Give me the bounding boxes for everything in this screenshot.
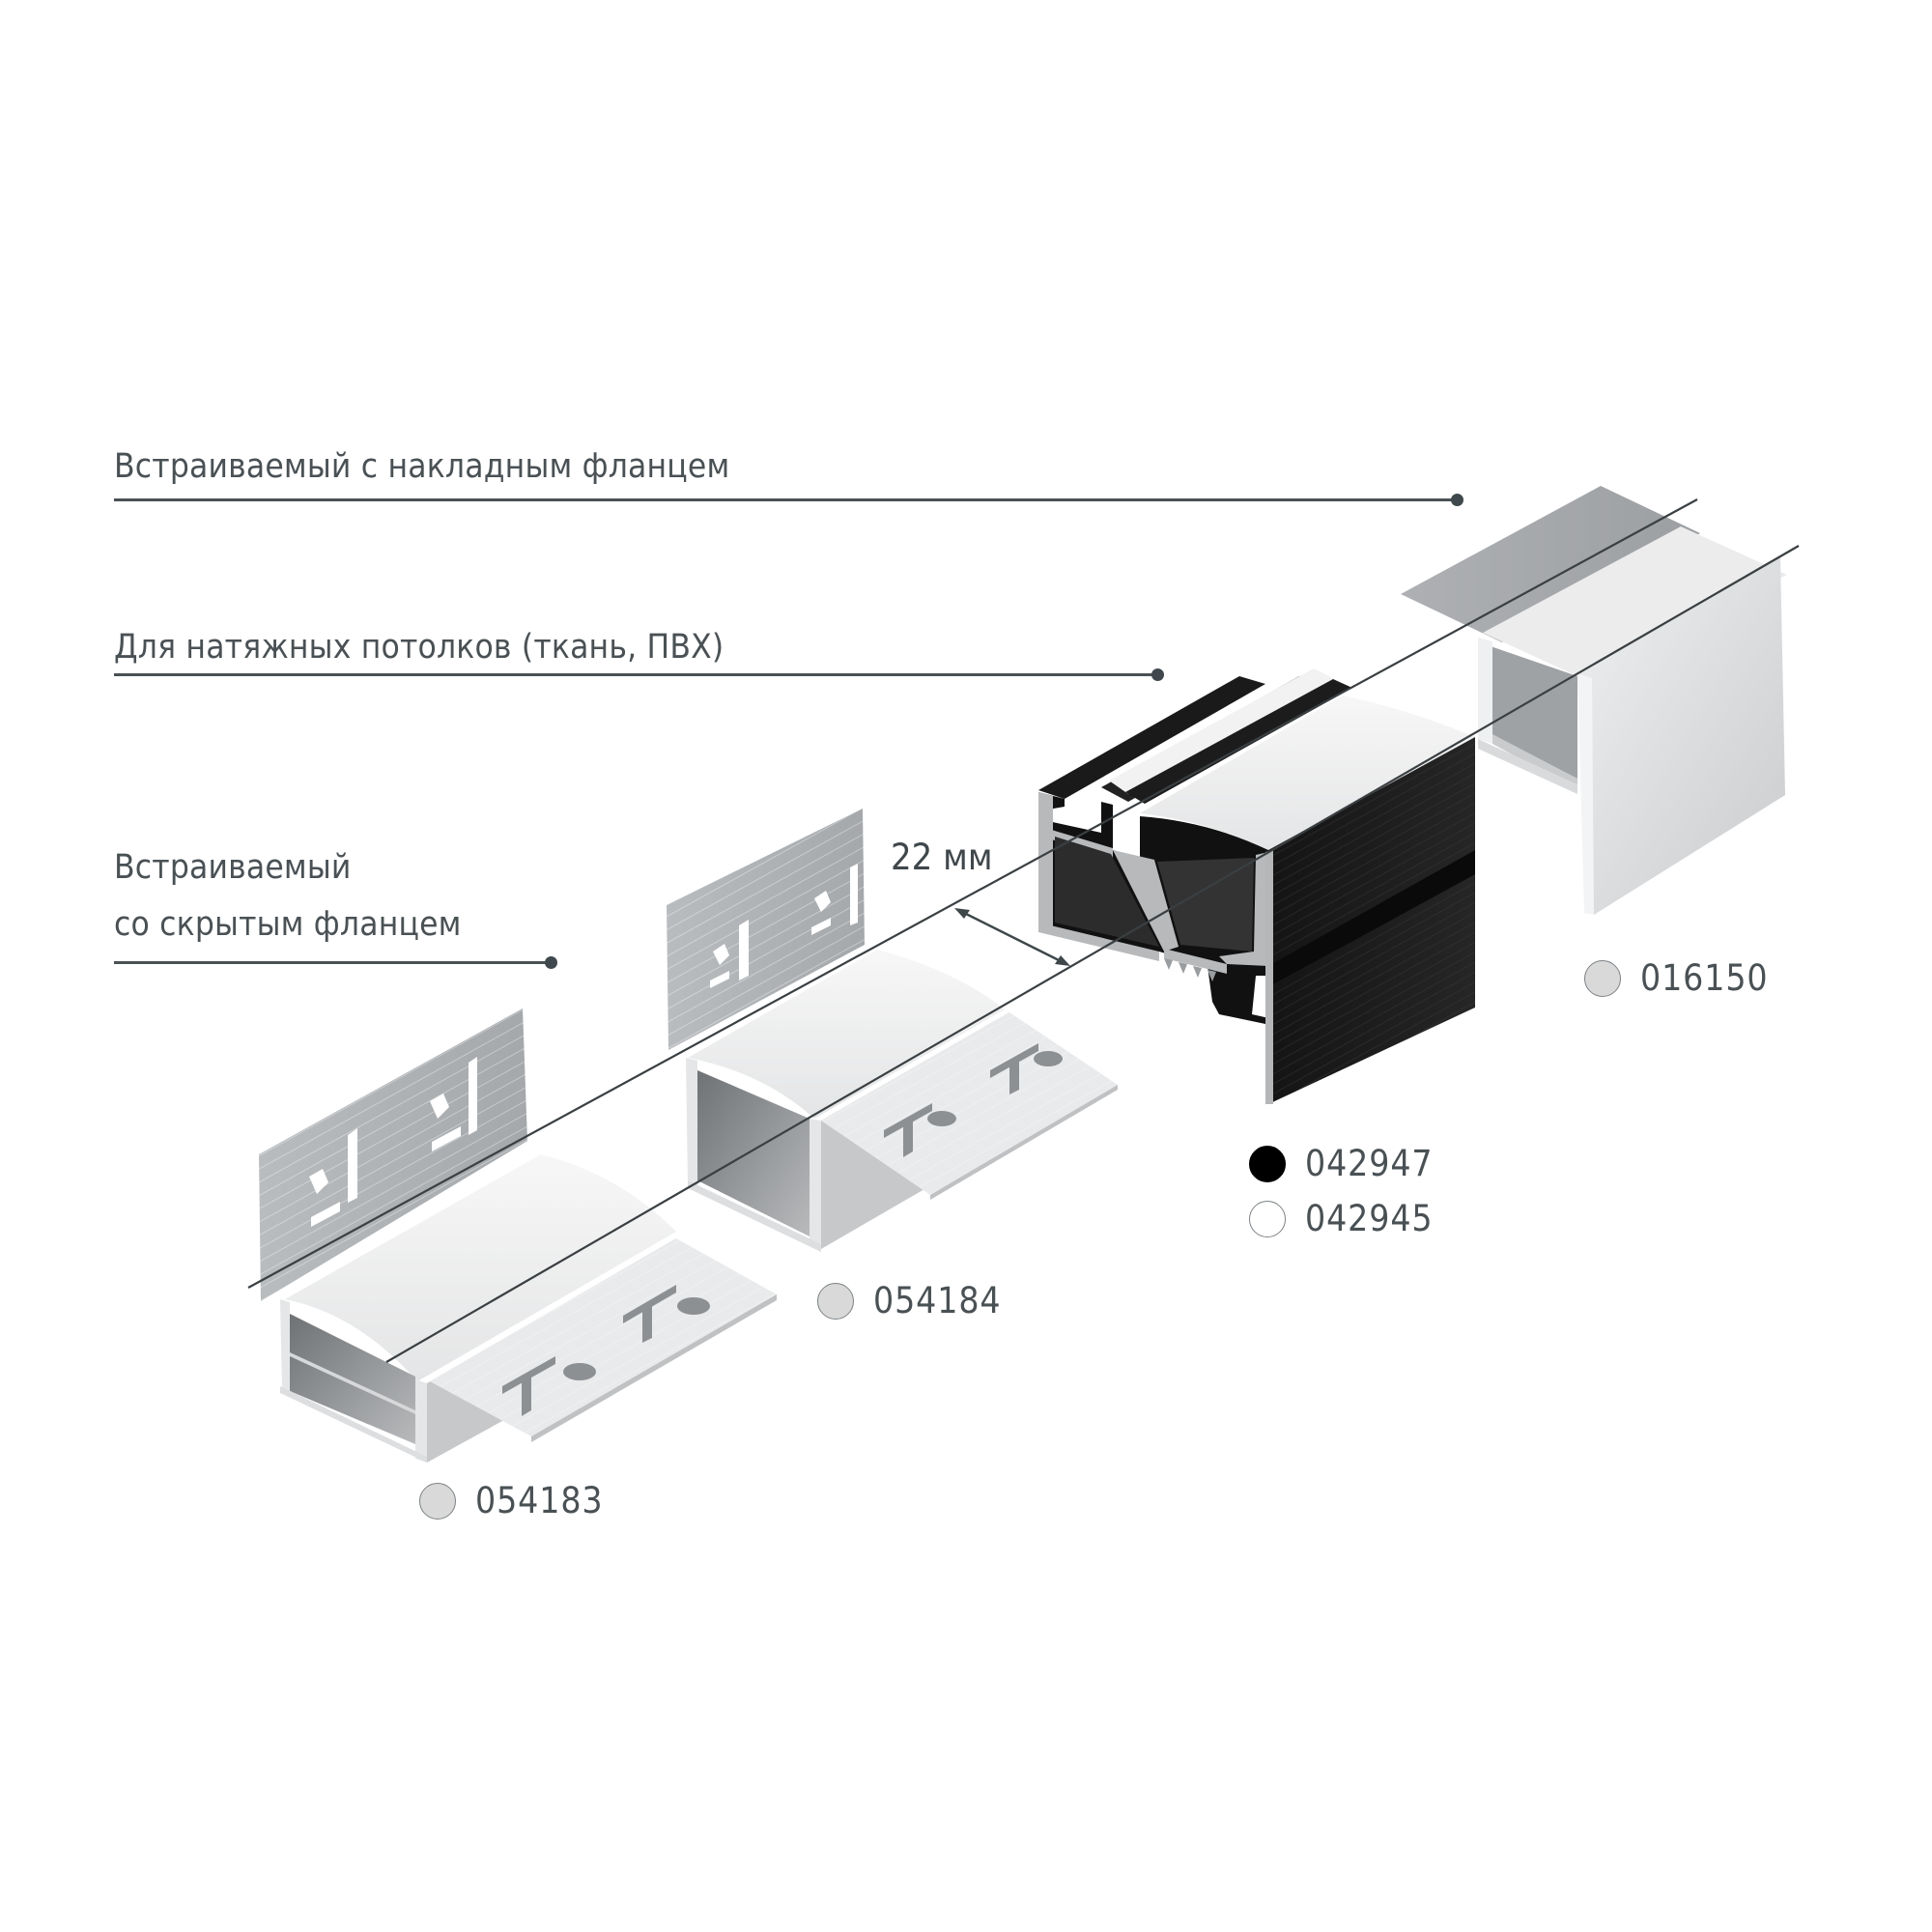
color-swatch-white xyxy=(1249,1200,1286,1237)
profile-042947 xyxy=(1038,668,1475,1104)
dimension-arrow xyxy=(954,908,1070,966)
product-code-text: 042945 xyxy=(1305,1198,1434,1239)
dimension-label: 22 мм xyxy=(891,837,993,878)
product-code-054183: 054183 xyxy=(419,1480,617,1521)
product-code-042947: 042947 xyxy=(1249,1143,1447,1184)
product-code-text: 042947 xyxy=(1305,1143,1434,1184)
category-label-overlay-flange: Встраиваемый с накладным фланцем xyxy=(114,447,730,486)
category-label-stretch-ceiling: Для натяжных потолков (ткань, ПВХ) xyxy=(114,628,724,667)
product-code-text: 016150 xyxy=(1640,957,1769,999)
profile-054184 xyxy=(667,809,1118,1252)
leader-dot-stretch-ceiling xyxy=(1151,668,1164,681)
leader-line-hidden-flange xyxy=(114,961,551,964)
color-swatch-silver xyxy=(817,1282,854,1320)
color-swatch-silver xyxy=(1584,959,1621,997)
category-label-hidden-flange-line2: со скрытым фланцем xyxy=(114,905,462,944)
perspective-guides xyxy=(247,498,1800,1363)
guide-line-lower xyxy=(385,545,1800,1363)
leader-dot-hidden-flange xyxy=(545,956,557,969)
product-code-016150: 016150 xyxy=(1584,957,1782,999)
product-code-054184: 054184 xyxy=(817,1280,1015,1321)
leader-dot-overlay-flange xyxy=(1451,494,1463,506)
guide-line-upper xyxy=(247,498,1698,1289)
leader-line-overlay-flange xyxy=(114,498,1457,501)
color-swatch-silver xyxy=(419,1482,456,1520)
product-code-042945: 042945 xyxy=(1249,1198,1447,1239)
color-swatch-black xyxy=(1249,1145,1286,1182)
product-code-text: 054184 xyxy=(873,1280,1002,1321)
profile-054183 xyxy=(259,1009,777,1463)
profile-016150 xyxy=(1401,486,1787,915)
leader-line-stretch-ceiling xyxy=(114,673,1157,676)
product-code-text: 054183 xyxy=(475,1480,604,1521)
category-label-hidden-flange-line1: Встраиваемый xyxy=(114,848,352,887)
